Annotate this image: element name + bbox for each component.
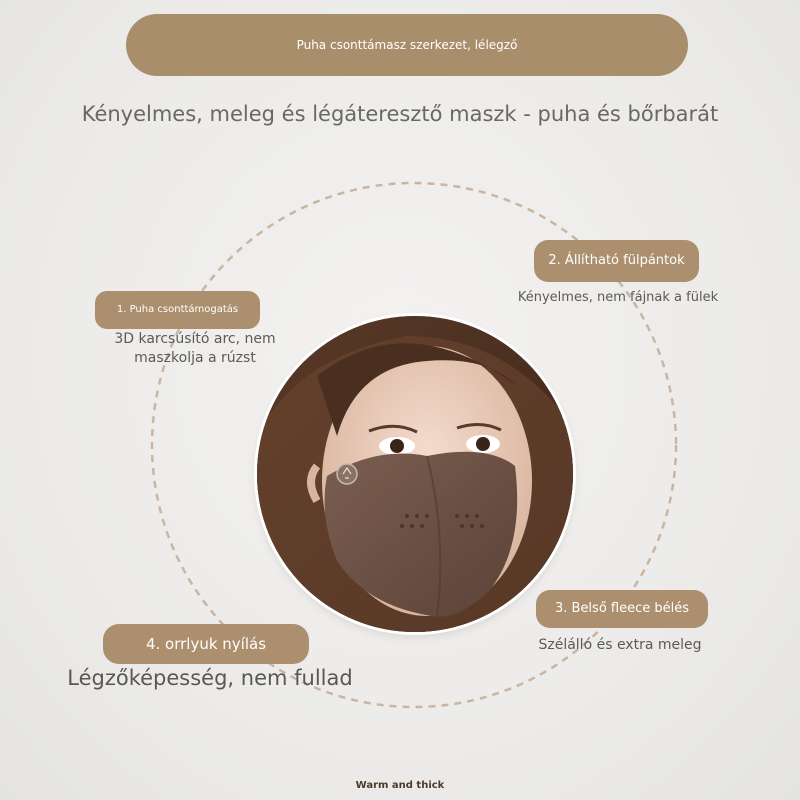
feature-4-title: 4. orrlyuk nyílás	[145, 634, 267, 653]
feature-2-badge: 2. Állítható fülpántok	[534, 240, 699, 282]
feature-1-description: 3D karcsúsító arc, nem maszkolja a rúzst	[114, 331, 276, 366]
feature-4-badge: 4. orrlyuk nyílás	[103, 624, 309, 664]
feature-3-badge: 3. Belső fleece bélés	[536, 590, 708, 628]
feature-1-title: 1. Puha csonttámogatás	[116, 303, 239, 315]
model-photo	[257, 316, 573, 632]
feature-4-description: Légzőképesség, nem fullad	[67, 666, 353, 690]
footer-caption: Warm and thick	[355, 780, 445, 791]
top-banner: Puha csonttámasz szerkezet, lélegző	[126, 14, 688, 76]
top-banner-text: Puha csonttámasz szerkezet, lélegző	[296, 38, 518, 52]
feature-1-badge: 1. Puha csonttámogatás	[95, 291, 260, 329]
feature-3-description: Szélálló és extra meleg	[538, 637, 702, 653]
feature-3-title: 3. Belső fleece bélés	[554, 600, 690, 616]
feature-2-description: Kényelmes, nem fájnak a fülek	[517, 290, 719, 305]
mask-wearer-illustration	[257, 316, 573, 632]
feature-2-title: 2. Állítható fülpántok	[548, 252, 685, 268]
subtitle: Kényelmes, meleg és légáteresztő maszk -…	[81, 102, 719, 126]
